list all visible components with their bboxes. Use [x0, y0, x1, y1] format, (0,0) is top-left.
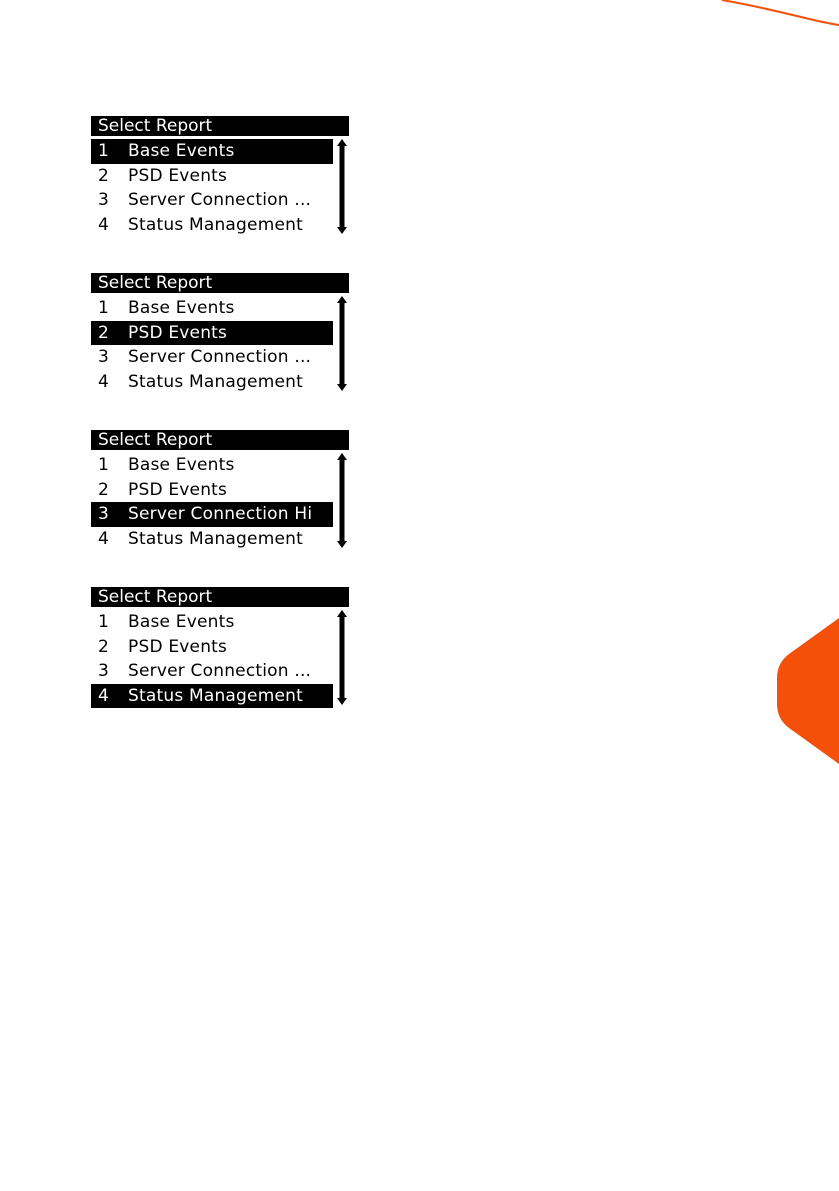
menu-item-4[interactable]: 4 Status Management: [91, 526, 333, 551]
menu-item-label: Base Events: [128, 612, 235, 632]
menu-item-2[interactable]: 2 PSD Events: [91, 320, 333, 345]
scroll-down-arrow-icon[interactable]: [337, 541, 347, 548]
menu-item-label: PSD Events: [128, 165, 228, 186]
scrollbar[interactable]: [336, 453, 348, 548]
menu-item-2[interactable]: 2 PSD Events: [91, 477, 333, 502]
menu-item-4[interactable]: 4 Status Management: [91, 369, 333, 394]
scrollbar[interactable]: [336, 139, 348, 234]
menu-item-2[interactable]: 2 PSD Events: [91, 163, 333, 188]
menu-item-number: 2: [98, 479, 109, 500]
menu-item-1[interactable]: 1 Base Events: [91, 453, 333, 478]
menu-item-label: PSD Events: [128, 636, 228, 657]
menu-item-1[interactable]: 1 Base Events: [91, 296, 333, 321]
menu-item-number: 4: [98, 685, 109, 706]
menu-item-label: Server Connection ...: [128, 190, 312, 210]
menu-item-label: PSD Events: [128, 479, 228, 500]
scrollbar[interactable]: [336, 296, 348, 391]
menu-item-4[interactable]: 4 Status Management: [91, 212, 333, 237]
scroll-down-arrow-icon[interactable]: [337, 227, 347, 234]
menu-item-label: PSD Events: [128, 322, 228, 343]
menu-item-label: Base Events: [128, 298, 235, 318]
menu-item-number: 1: [98, 141, 109, 161]
menu-item-3[interactable]: 3 Server Connection ...: [91, 345, 333, 370]
menu-item-label: Base Events: [128, 141, 235, 161]
scroll-up-arrow-icon[interactable]: [337, 610, 347, 617]
menu-item-3[interactable]: 3 Server Connection ...: [91, 659, 333, 684]
menu-item-number: 4: [98, 214, 109, 235]
menu-item-1[interactable]: 1 Base Events: [91, 610, 333, 635]
menu-item-3[interactable]: 3 Server Connection ...: [91, 188, 333, 213]
scroll-down-arrow-icon[interactable]: [337, 384, 347, 391]
menu-item-number: 3: [98, 347, 109, 367]
menu-item-number: 2: [98, 165, 109, 186]
menu-item-label: Server Connection ...: [128, 661, 312, 681]
menu-item-number: 1: [98, 298, 109, 318]
select-report-screen-1: Select Report 1 Base Events 2 PSD Events 3 Ser…: [91, 116, 349, 237]
screen-title: Select Report: [91, 430, 349, 450]
menu-item-label: Server Connection Hi: [128, 504, 313, 524]
menu-item-label: Server Connection ...: [128, 347, 312, 367]
menu-item-number: 2: [98, 636, 109, 657]
scroll-up-arrow-icon[interactable]: [337, 296, 347, 303]
select-report-screen-2: Select Report 1 Base Events 2 PSD Events 3 Ser…: [91, 273, 349, 394]
report-menu-list: 1 Base Events 2 PSD Events 3 Server Connectio…: [91, 610, 333, 708]
report-menu-list: 1 Base Events 2 PSD Events 3 Server Connectio…: [91, 296, 333, 394]
scrollbar-thumb[interactable]: [339, 617, 345, 698]
menu-item-3[interactable]: 3 Server Connection Hi: [91, 502, 333, 527]
scrollbar-thumb[interactable]: [339, 303, 345, 384]
menu-item-number: 2: [98, 322, 109, 343]
select-report-screen-3: Select Report 1 Base Events 2 PSD Events 3 Ser…: [91, 430, 349, 551]
report-menu-list: 1 Base Events 2 PSD Events 3 Server Connectio…: [91, 139, 333, 237]
menu-item-label: Base Events: [128, 455, 235, 475]
menu-item-number: 1: [98, 455, 109, 475]
chapter-tab-marker: [777, 618, 839, 764]
menu-item-number: 1: [98, 612, 109, 632]
menu-item-number: 4: [98, 371, 109, 392]
scrollbar-thumb[interactable]: [339, 460, 345, 541]
report-menu-list: 1 Base Events 2 PSD Events 3 Server Connectio…: [91, 453, 333, 551]
screen-title: Select Report: [91, 273, 349, 293]
scroll-down-arrow-icon[interactable]: [337, 698, 347, 705]
select-report-screen-4: Select Report 1 Base Events 2 PSD Events 3 Ser…: [91, 587, 349, 708]
menu-item-label: Status Management: [128, 528, 303, 549]
scroll-up-arrow-icon[interactable]: [337, 453, 347, 460]
menu-item-number: 4: [98, 528, 109, 549]
scroll-up-arrow-icon[interactable]: [337, 139, 347, 146]
menu-item-4[interactable]: 4 Status Management: [91, 683, 333, 708]
menu-item-label: Status Management: [128, 371, 303, 392]
screen-title: Select Report: [91, 587, 349, 607]
menu-item-number: 3: [98, 504, 109, 524]
menu-item-number: 3: [98, 661, 109, 681]
menu-item-number: 3: [98, 190, 109, 210]
scrollbar-thumb[interactable]: [339, 146, 345, 227]
menu-item-label: Status Management: [128, 685, 303, 706]
scrollbar[interactable]: [336, 610, 348, 705]
screen-title: Select Report: [91, 116, 349, 136]
menu-item-2[interactable]: 2 PSD Events: [91, 634, 333, 659]
menu-item-1[interactable]: 1 Base Events: [91, 139, 333, 164]
menu-item-label: Status Management: [128, 214, 303, 235]
